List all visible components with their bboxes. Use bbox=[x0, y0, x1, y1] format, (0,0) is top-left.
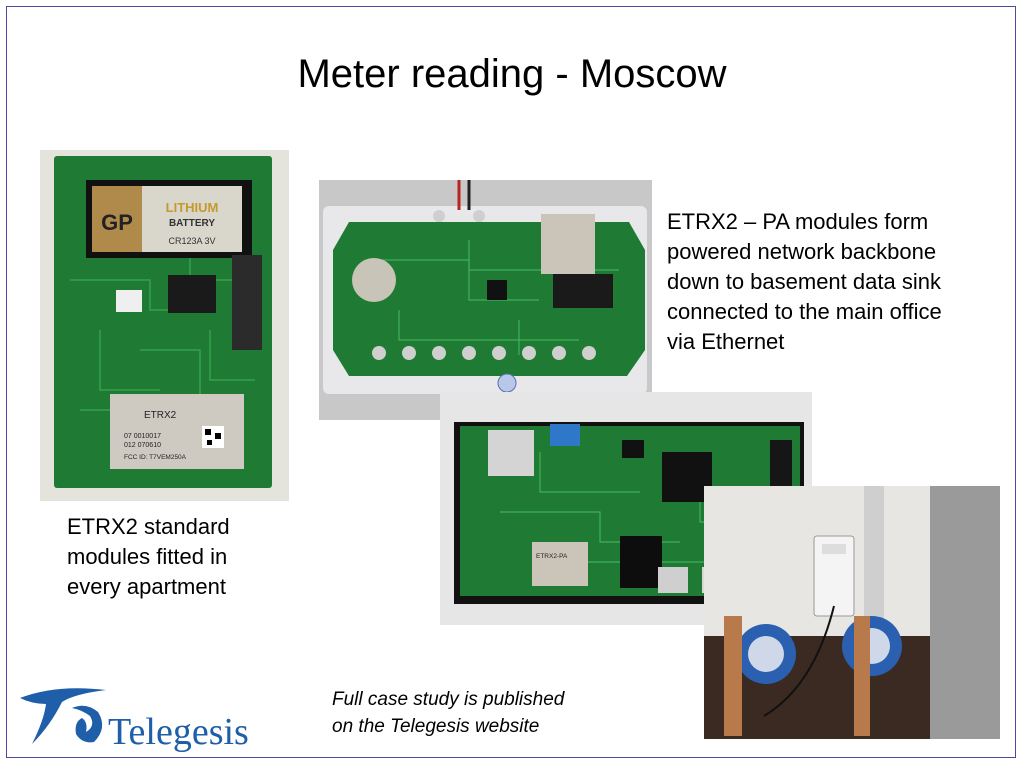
caption-line: every apartment bbox=[67, 574, 226, 599]
battery-brand-text: GP bbox=[101, 210, 133, 235]
caption-line: powered network backbone bbox=[667, 239, 937, 264]
caption-line: down to basement data sink bbox=[667, 269, 941, 294]
footnote-line: Full case study is published bbox=[332, 689, 565, 710]
etrx2-board-image: GP LITHIUM BATTERY CR123A 3V ETRX2 07 00… bbox=[40, 150, 289, 501]
battery-line1-text: LITHIUM bbox=[166, 200, 219, 215]
caption-line: ETRX2 – PA modules form bbox=[667, 209, 929, 234]
caption-pa-modules: ETRX2 – PA modules form powered network … bbox=[667, 207, 1007, 357]
battery-model-text: CR123A 3V bbox=[168, 236, 215, 246]
photo-etrx2-board: GP LITHIUM BATTERY CR123A 3V ETRX2 07 00… bbox=[40, 150, 289, 501]
telegesis-logo: Telegesis bbox=[16, 682, 266, 754]
etrx2-pa-board-image bbox=[319, 180, 652, 420]
module-line2-text: 012 070610 bbox=[124, 442, 161, 449]
photo-meters-installation bbox=[704, 486, 1000, 739]
pa-module-label-text: ETRX2-PA bbox=[536, 553, 568, 560]
caption-line: via Ethernet bbox=[667, 329, 785, 354]
logo-brand-text: Telegesis bbox=[108, 711, 249, 753]
slide-frame bbox=[6, 6, 1016, 758]
caption-line: ETRX2 standard bbox=[67, 514, 230, 539]
battery-line2-text: BATTERY bbox=[169, 218, 215, 229]
module-line1-text: 07 0010017 bbox=[124, 433, 161, 440]
caption-standard-modules: ETRX2 standard modules fitted in every a… bbox=[67, 512, 297, 602]
footnote-line: on the Telegesis website bbox=[332, 716, 540, 737]
photo-etrx2-pa-board bbox=[319, 180, 652, 420]
slide-title: Meter reading - Moscow bbox=[297, 52, 727, 96]
caption-line: connected to the main office bbox=[667, 299, 942, 324]
footnote-case-study: Full case study is published on the Tele… bbox=[332, 686, 652, 740]
meters-installation-image bbox=[704, 486, 1000, 739]
module-name-text: ETRX2 bbox=[144, 410, 177, 421]
module-fcc-text: FCC ID: T7VEM250A bbox=[124, 454, 187, 461]
telegesis-logo-mark: Telegesis bbox=[20, 688, 249, 753]
caption-line: modules fitted in bbox=[67, 544, 228, 569]
